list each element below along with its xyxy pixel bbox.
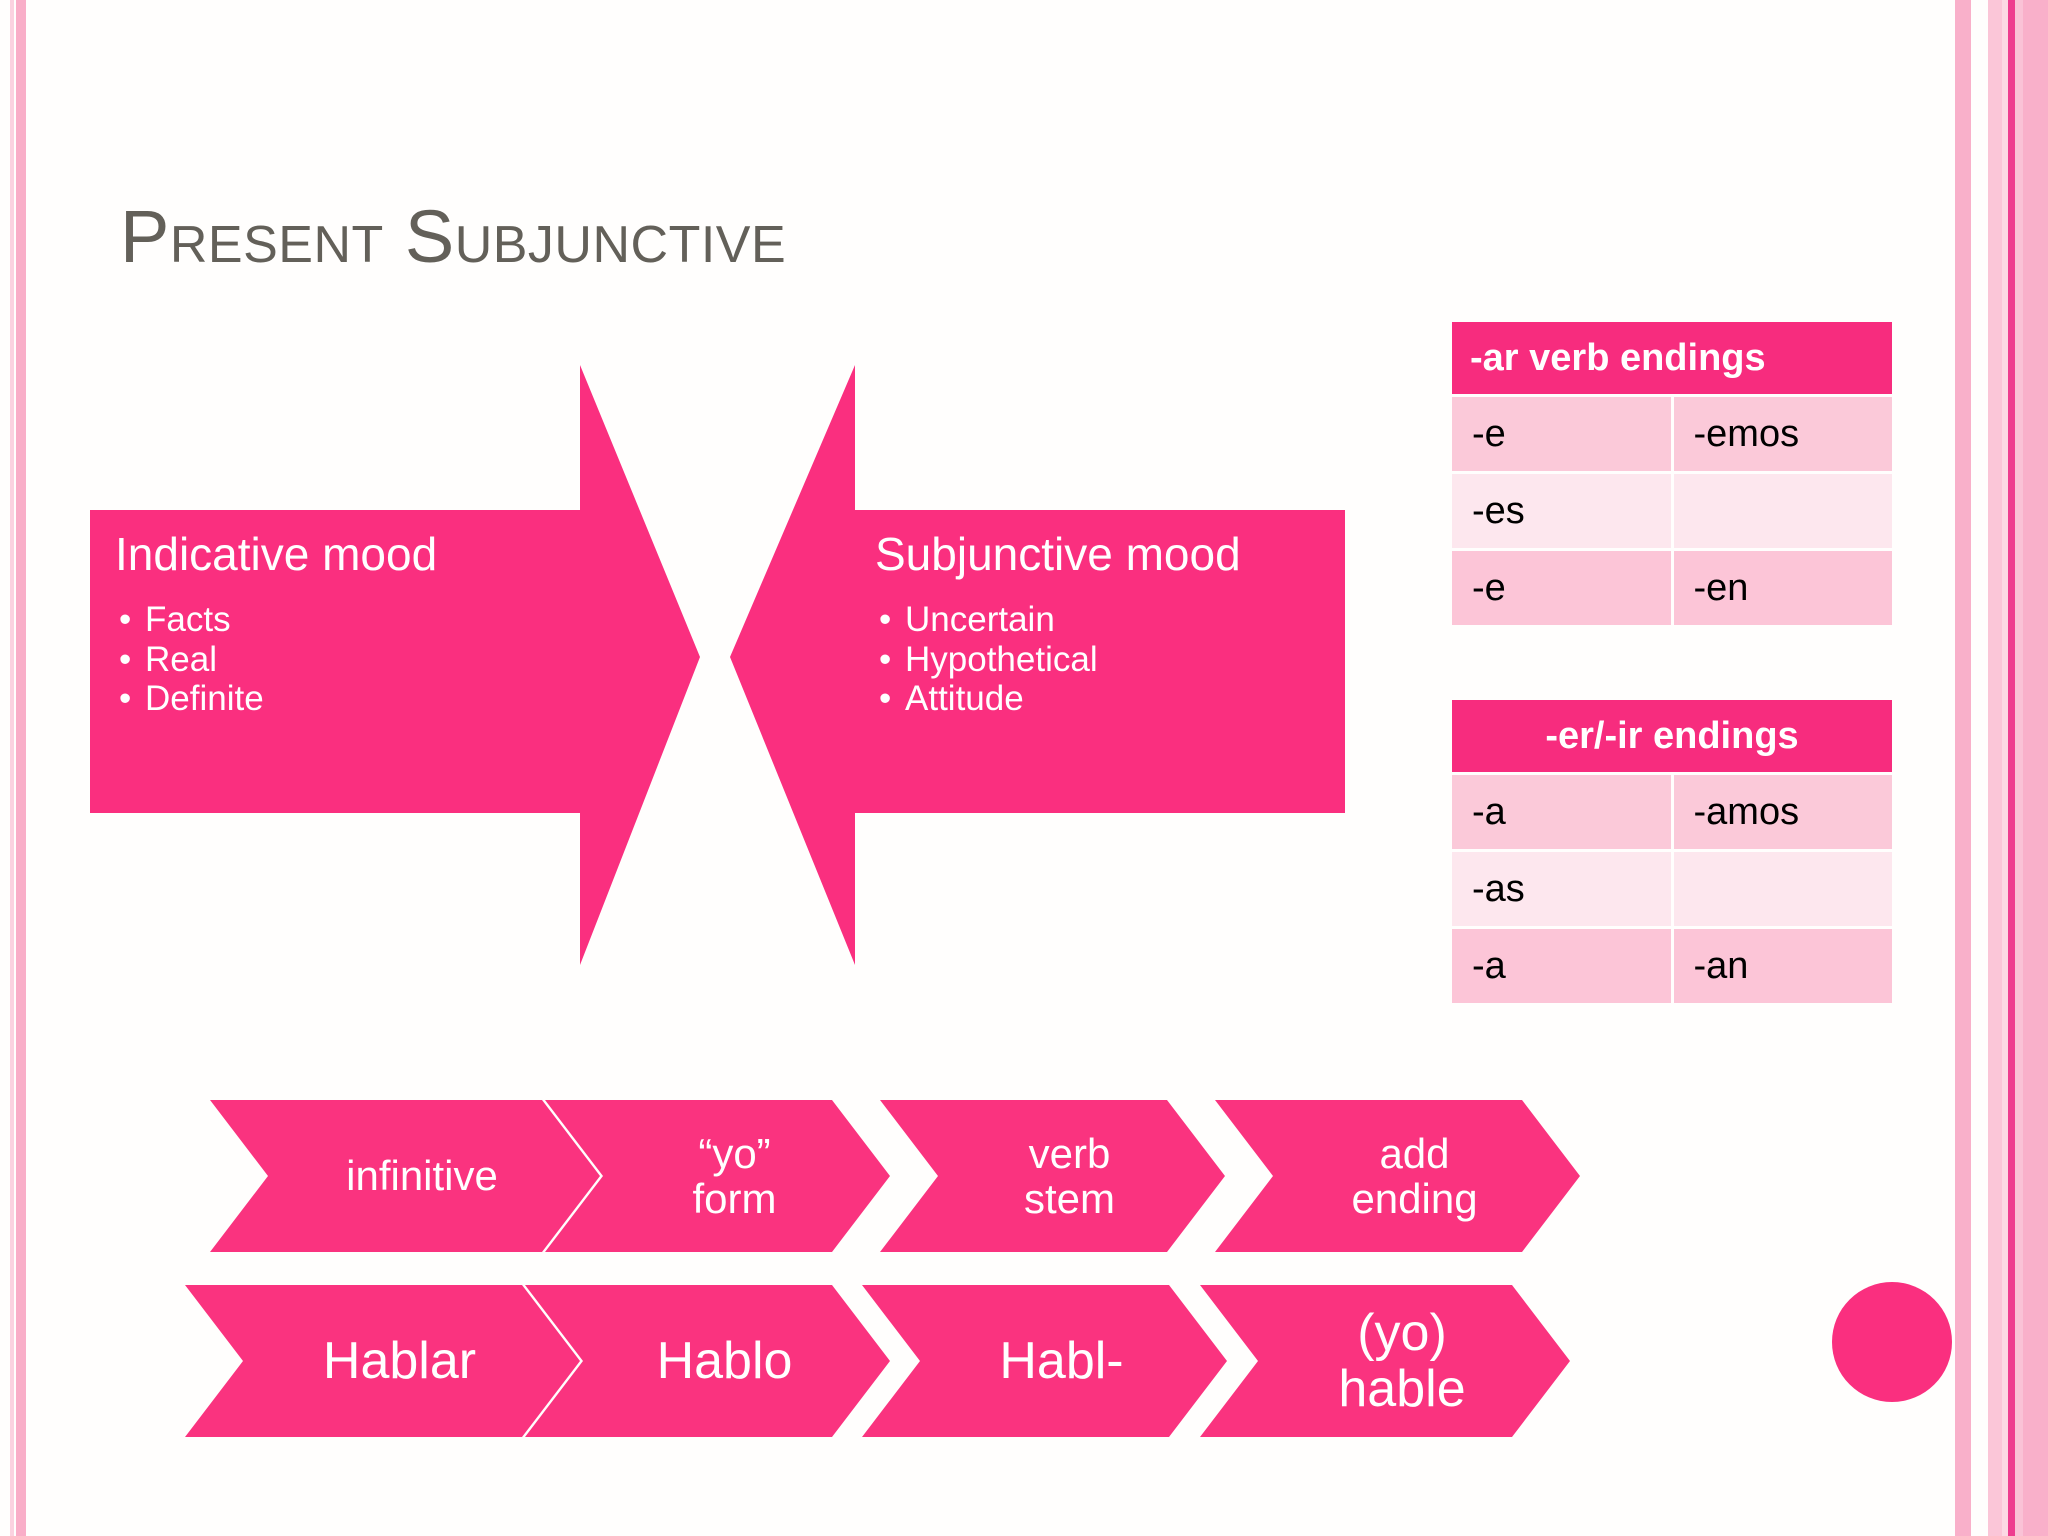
- er-ir-endings-table: -er/-ir endings -a -amos -as -a -an: [1452, 700, 1892, 1003]
- process-step-label: “yo”form: [692, 1129, 777, 1222]
- example-step-label: Habl-: [999, 1331, 1124, 1390]
- indicative-mood-arrow: Indicative mood Facts Real Definite: [90, 365, 700, 965]
- list-item: Real: [115, 640, 575, 680]
- left-stripe-thin: [10, 0, 14, 1536]
- example-step-chevron: Hablo: [525, 1285, 890, 1437]
- page-title: Present Subjunctive: [120, 195, 787, 278]
- right-stripe-5: [2023, 0, 2048, 1536]
- example-step-label: (yo)hable: [1338, 1303, 1466, 1418]
- table-row: -es: [1452, 474, 1892, 548]
- process-step-chevron: infinitive: [210, 1100, 600, 1252]
- table-cell: -amos: [1673, 775, 1892, 849]
- example-step-chevron: (yo)hable: [1200, 1285, 1570, 1437]
- table-cell: -es: [1452, 474, 1671, 548]
- list-item: Facts: [115, 600, 575, 640]
- er-ir-endings-header: -er/-ir endings: [1452, 700, 1892, 772]
- subjunctive-mood-heading: Subjunctive mood: [875, 528, 1241, 580]
- table-row: -a -an: [1452, 929, 1892, 1003]
- list-item: Uncertain: [875, 600, 1345, 640]
- table-cell: -e: [1452, 397, 1671, 471]
- table-cell: -a: [1452, 929, 1671, 1003]
- ar-endings-header: -ar verb endings: [1452, 322, 1892, 394]
- process-step-label: infinitive: [346, 1152, 498, 1200]
- subjunctive-mood-content: Subjunctive mood Uncertain Hypothetical …: [875, 530, 1345, 719]
- right-stripe-accent: [2008, 0, 2015, 1536]
- table-cell: -a: [1452, 775, 1671, 849]
- example-step-chevron: Habl-: [862, 1285, 1227, 1437]
- left-stripe-thick: [16, 0, 26, 1536]
- table-row: -a -amos: [1452, 775, 1892, 849]
- table-row: -e -en: [1452, 551, 1892, 625]
- subjunctive-mood-list: Uncertain Hypothetical Attitude: [875, 600, 1345, 719]
- table-cell: [1673, 852, 1892, 926]
- table-row: -as: [1452, 852, 1892, 926]
- table-row: -e -emos: [1452, 397, 1892, 471]
- table-cell: -emos: [1673, 397, 1892, 471]
- indicative-mood-content: Indicative mood Facts Real Definite: [115, 530, 575, 719]
- indicative-mood-heading: Indicative mood: [115, 528, 438, 580]
- list-item: Definite: [115, 679, 575, 719]
- table-cell: -as: [1452, 852, 1671, 926]
- list-item: Hypothetical: [875, 640, 1345, 680]
- example-step-label: Hablo: [656, 1331, 793, 1390]
- table-cell: -an: [1673, 929, 1892, 1003]
- right-stripe-4: [2015, 0, 2023, 1536]
- indicative-mood-list: Facts Real Definite: [115, 600, 575, 719]
- table-cell: -e: [1452, 551, 1671, 625]
- subjunctive-mood-arrow: Subjunctive mood Uncertain Hypothetical …: [730, 365, 1345, 965]
- list-item: Attitude: [875, 679, 1345, 719]
- example-step-chevron: Hablar: [185, 1285, 580, 1437]
- right-stripe-1: [1955, 0, 1971, 1536]
- ar-endings-table: -ar verb endings -e -emos -es -e -en: [1452, 322, 1892, 625]
- table-cell: -en: [1673, 551, 1892, 625]
- right-stripe-3: [2002, 0, 2008, 1536]
- table-cell: [1673, 474, 1892, 548]
- right-stripe-2: [1988, 0, 2002, 1536]
- example-step-label: Hablar: [322, 1331, 477, 1390]
- corner-dot-decoration: [1832, 1282, 1952, 1402]
